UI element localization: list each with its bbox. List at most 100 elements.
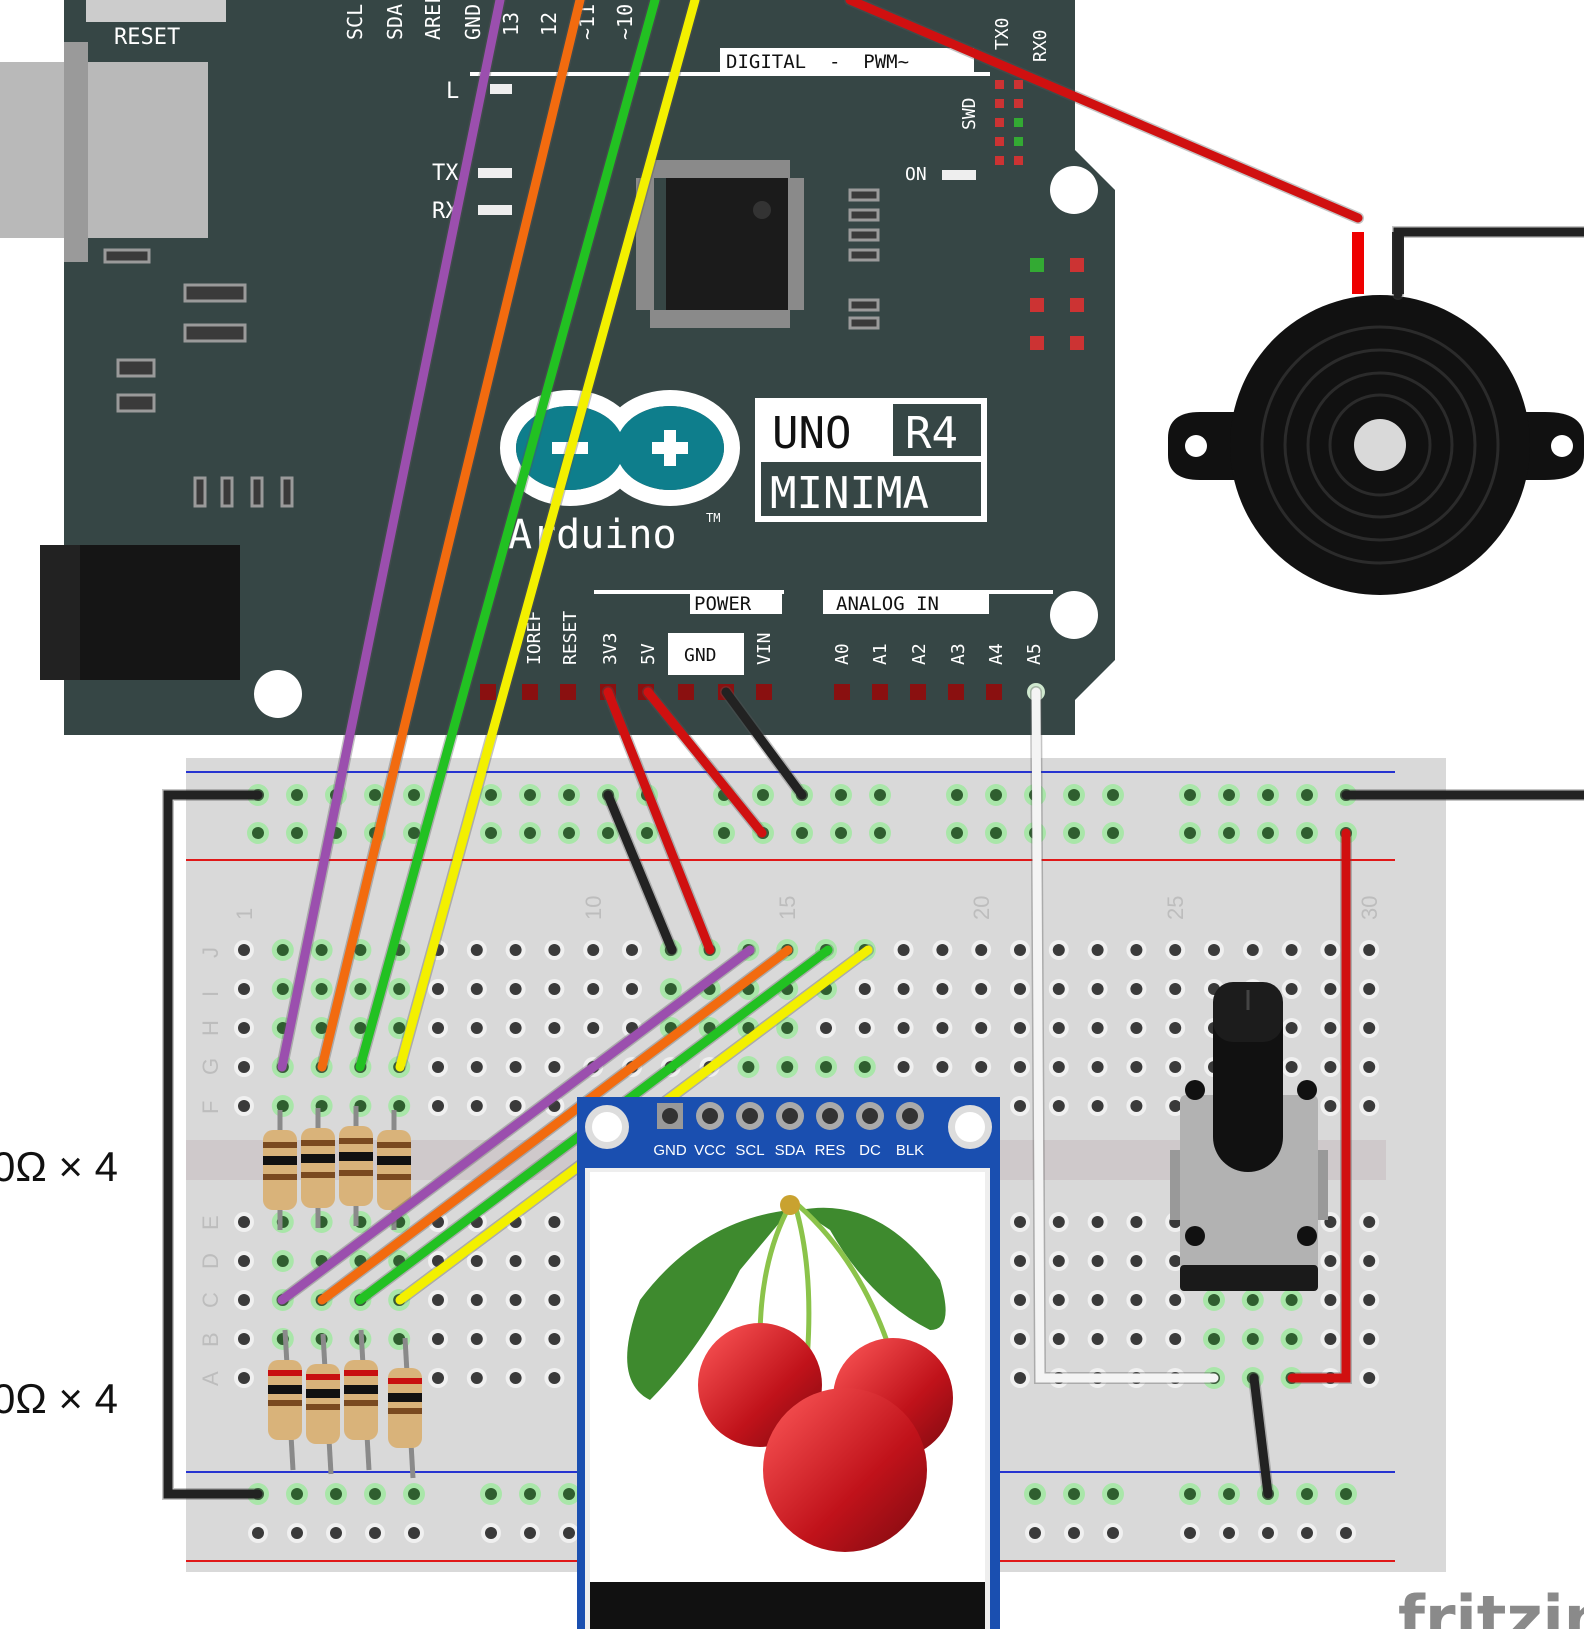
wire-white-a5[interactable] [1031, 687, 1219, 1383]
column-number: 15 [775, 896, 800, 920]
row-letter: B [198, 1332, 223, 1347]
analog-pin-label: A5 [1024, 643, 1045, 665]
row-letter: H [198, 1020, 223, 1036]
column-number: 30 [1357, 896, 1382, 920]
wire-purple[interactable] [277, 0, 505, 1072]
wire-green[interactable] [355, 0, 660, 1072]
icsp-header [1030, 258, 1084, 350]
header-pin[interactable] [756, 684, 772, 700]
resistor-label-bottom: 0Ω × 4 [0, 1375, 118, 1422]
header-pin[interactable] [678, 684, 694, 700]
reset-button[interactable] [86, 0, 226, 22]
digital-label: DIGITAL - PWM~ [726, 51, 909, 73]
piezo-buzzer [1168, 232, 1584, 595]
power-pin-label: 5V [638, 643, 659, 665]
wire-black-buzzer[interactable] [1393, 227, 1584, 299]
column-number: 25 [1163, 896, 1188, 920]
wire-red-3v3[interactable] [603, 687, 715, 955]
power-pin-label: 3V3 [600, 632, 621, 665]
wire-black-gnd-j[interactable] [603, 790, 677, 955]
wire-yellow[interactable] [395, 0, 700, 1072]
wire-black-gnd[interactable] [721, 687, 807, 800]
led-l-label: L [446, 79, 459, 104]
power-pin-label: IOREF [524, 611, 545, 665]
wire-red-buzzer[interactable] [845, 0, 1363, 223]
led-tx-label: TX [432, 161, 459, 186]
usb-connector [0, 62, 208, 238]
arduino-brand: Arduino [508, 512, 677, 558]
microcontroller-chip [636, 160, 804, 328]
top-pin-label: AREF [421, 0, 445, 40]
arduino-logo: Arduino TM [500, 390, 740, 558]
power-pin-label: GND [684, 645, 717, 666]
svg-text:TM: TM [706, 511, 720, 525]
display-pin-label: GND [653, 1142, 687, 1159]
power-pin-label: VIN [754, 632, 775, 665]
cherry-image [627, 1195, 953, 1552]
header-pin[interactable] [522, 684, 538, 700]
resistor [263, 1130, 297, 1210]
arduino-board: RESET L TX RX O [0, 0, 1115, 735]
header-pin[interactable] [872, 684, 888, 700]
wire-orange-2[interactable] [317, 945, 793, 1305]
wire-red-rail-pot[interactable] [1287, 828, 1351, 1383]
analog-pin-label: A0 [832, 643, 853, 665]
led-on [942, 170, 976, 180]
tx0-label: TX0 [992, 17, 1013, 50]
resistor [377, 1130, 411, 1210]
svg-text:MINIMA: MINIMA [770, 468, 929, 519]
display-pin-label: RES [815, 1142, 846, 1159]
wire-orange[interactable] [317, 0, 585, 1072]
row-letter: I [198, 991, 223, 997]
resistor-array [263, 1106, 422, 1479]
display-pin-label: VCC [694, 1142, 726, 1159]
display-pin-label: BLK [896, 1142, 924, 1159]
header-pin[interactable] [910, 684, 926, 700]
resistor [301, 1128, 335, 1208]
top-pin-label: 12 [537, 12, 561, 36]
digital-label-box [720, 48, 974, 73]
display-pin-label: DC [859, 1142, 881, 1159]
mounting-hole [1050, 166, 1098, 214]
reset-label: RESET [114, 25, 180, 50]
wire-black-rail-left[interactable] [163, 790, 263, 1499]
mounting-hole [1050, 591, 1098, 639]
header-pin[interactable] [986, 684, 1002, 700]
header-pin[interactable] [560, 684, 576, 700]
column-number: 10 [581, 896, 606, 920]
column-number: 1 [232, 908, 257, 920]
analog-pin-label: A2 [909, 643, 930, 665]
top-pin-label: GND [461, 4, 485, 40]
led-l [490, 84, 512, 94]
analog-pin-label: A3 [948, 643, 969, 665]
swd-label: SWD [959, 97, 980, 130]
display-pin-label: SCL [735, 1142, 764, 1159]
resistor-label-top: 0Ω × 4 [0, 1143, 118, 1190]
wire-black-pot-gnd[interactable] [1249, 1373, 1273, 1499]
potentiometer[interactable] [1170, 982, 1328, 1291]
wire-purple-2[interactable] [277, 945, 755, 1305]
row-letter: E [198, 1215, 223, 1230]
top-pin-label: ~10 [613, 4, 637, 40]
wire-red-5v[interactable] [643, 687, 767, 838]
row-letter: A [198, 1371, 223, 1386]
swd-header [995, 80, 1023, 165]
model-badge: UNO R4 MINIMA [755, 398, 987, 522]
top-pin-label: 13 [499, 12, 523, 36]
header-pin[interactable] [834, 684, 850, 700]
analog-pin-label: A4 [986, 643, 1007, 665]
header-pin[interactable] [948, 684, 964, 700]
row-letter: C [198, 1292, 223, 1308]
mounting-hole [254, 670, 302, 718]
display-pin-label: SDA [775, 1142, 806, 1159]
power-label: POWER [694, 593, 752, 615]
resistor [339, 1126, 373, 1206]
column-number: 20 [969, 896, 994, 920]
top-pin-label: SCL [343, 4, 367, 40]
led-on-label: ON [905, 164, 927, 185]
row-letter: G [198, 1058, 223, 1075]
svg-text:UNO: UNO [772, 408, 851, 459]
svg-text:R4: R4 [905, 408, 958, 459]
header-pin[interactable] [480, 684, 496, 700]
